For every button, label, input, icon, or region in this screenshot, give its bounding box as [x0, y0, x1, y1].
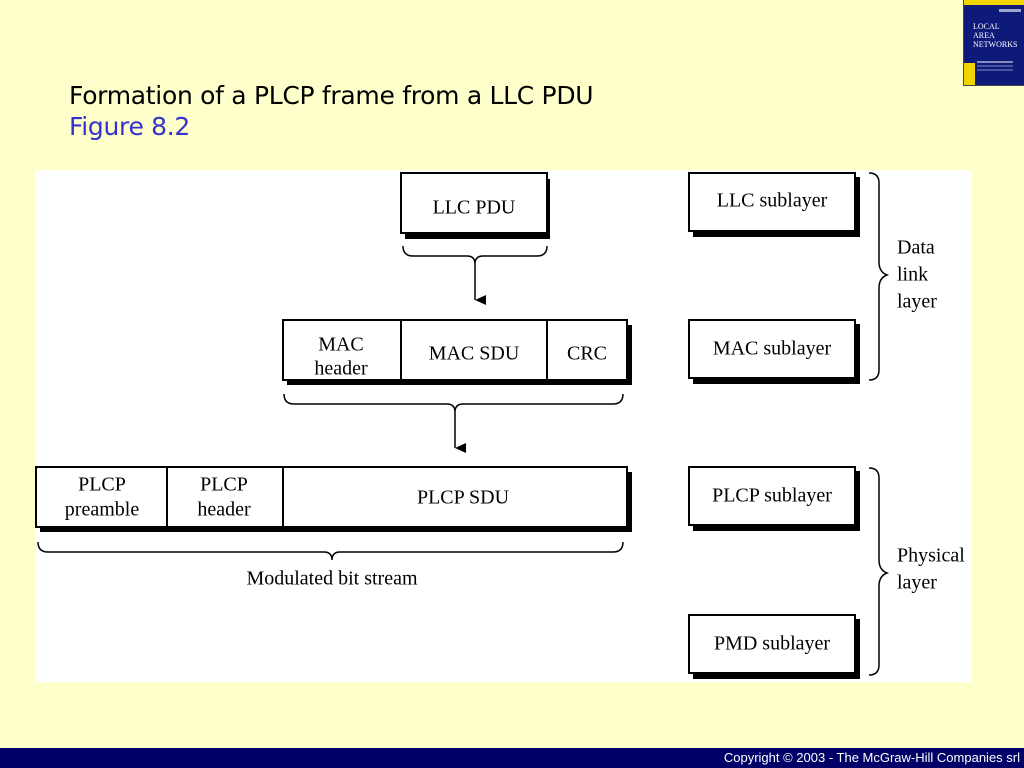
bit-stream-brace [37, 541, 624, 561]
footer-bar: Copyright © 2003 - The McGraw-Hill Compa… [0, 748, 1024, 768]
diagram-svg: LLC PDU MAC header MAC SDU CRC PLCP prea… [35, 172, 965, 679]
book-cover-title-line: NETWORKS [973, 40, 1018, 49]
slide-title: Formation of a PLCP frame from a LLC PDU [69, 81, 594, 110]
crc-label: CRC [567, 343, 607, 365]
mac-frame-brace [283, 393, 624, 413]
data-link-layer-label-line1: Data [897, 237, 935, 259]
plcp-sublayer-label: PLCP sublayer [712, 485, 832, 507]
llc-sublayer-label: LLC sublayer [717, 190, 828, 212]
data-link-layer-brace [868, 172, 890, 381]
plcp-header-label-line1: PLCP [200, 474, 248, 496]
mac-header-label-line2: header [314, 358, 368, 380]
mac-header-label-line1: MAC [318, 334, 364, 356]
mac-frame: MAC header MAC SDU CRC [282, 319, 632, 385]
figure-caption: Figure 8.2 [69, 112, 191, 141]
plcp-frame: PLCP preamble PLCP header PLCP SDU [35, 466, 632, 532]
book-cover-title-line: LOCAL [973, 22, 1000, 31]
plcp-preamble-label-line1: PLCP [78, 474, 126, 496]
book-cover-thumbnail: LOCAL AREA NETWORKS [963, 0, 1024, 86]
physical-layer-label-line1: Physical [897, 545, 965, 567]
mac-sublayer-box: MAC sublayer [688, 319, 860, 384]
mac-sublayer-label: MAC sublayer [713, 338, 832, 360]
publisher-logo [964, 63, 975, 85]
modulated-bit-stream-label: Modulated bit stream [246, 568, 418, 590]
llc-pdu-brace [402, 245, 548, 265]
plcp-preamble-label-line2: preamble [65, 499, 140, 521]
data-link-layer-label-line2: link [897, 264, 928, 286]
llc-sublayer-box: LLC sublayer [688, 172, 860, 237]
plcp-header-label-line2: header [197, 499, 251, 521]
book-cover-stripe [964, 0, 1024, 5]
physical-layer-label-line2: layer [897, 572, 937, 594]
book-cover-author-mark [999, 9, 1021, 12]
physical-layer-brace [868, 467, 890, 676]
mac-sdu-label: MAC SDU [429, 343, 520, 365]
plcp-sublayer-box: PLCP sublayer [688, 466, 860, 531]
llc-pdu-box: LLC PDU [400, 172, 550, 239]
data-link-layer-label-line3: layer [897, 291, 937, 313]
llc-pdu-label: LLC PDU [433, 197, 516, 219]
copyright-text: Copyright © 2003 - The McGraw-Hill Compa… [723, 750, 1020, 765]
plcp-frame-diagram: LLC PDU MAC header MAC SDU CRC PLCP prea… [35, 170, 972, 682]
book-cover-title: LOCAL AREA NETWORKS [973, 22, 1017, 49]
book-cover-blurb [977, 61, 1013, 63]
slide-title-block: Formation of a PLCP frame from a LLC PDU… [69, 80, 594, 142]
pmd-sublayer-box: PMD sublayer [688, 614, 860, 679]
book-cover-title-line: AREA [973, 31, 995, 40]
pmd-sublayer-label: PMD sublayer [714, 633, 830, 655]
plcp-sdu-label: PLCP SDU [417, 487, 510, 509]
